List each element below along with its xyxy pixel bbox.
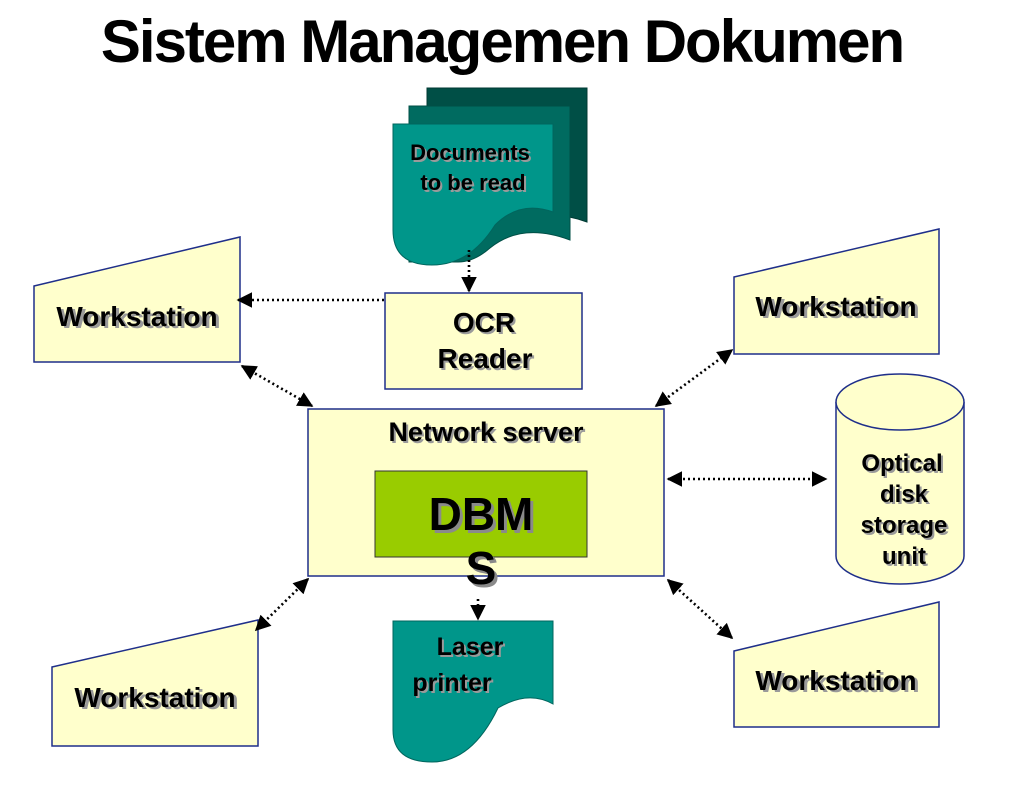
optical-disk-label-line1: Optical <box>861 450 942 477</box>
network-server-label: Network server <box>388 417 584 447</box>
connector-server-workstation-bottom-left <box>254 577 310 632</box>
dbms-label-line2: S <box>466 542 497 594</box>
svg-text:Optical: Optical <box>863 452 944 479</box>
network-server-node: Network server Network server <box>307 408 665 577</box>
connector-server-workstation-top-left <box>240 364 314 408</box>
documents-label-line2: to be read <box>420 170 525 195</box>
connector-server-workstation-bottom-right <box>666 578 734 640</box>
laser-printer-label-line2: printer <box>412 669 491 697</box>
svg-text:Workstation: Workstation <box>758 667 919 698</box>
svg-text:Workstation: Workstation <box>77 684 238 715</box>
laser-printer-label-line1: Laser <box>437 633 504 661</box>
svg-text:OCR: OCR <box>455 309 517 340</box>
workstation-top-right-label: Workstation <box>755 291 916 322</box>
laser-printer-node: Laser Laser printer printer <box>392 620 554 763</box>
workstation-top-right-node: Workstation Workstation <box>733 228 940 355</box>
optical-disk-label-line2: disk <box>880 481 929 508</box>
svg-text:Reader: Reader <box>440 345 535 376</box>
ocr-reader-node: OCR OCR Reader Reader <box>384 292 583 390</box>
connector-server-workstation-top-right <box>654 348 734 408</box>
svg-text:Network server: Network server <box>390 419 586 449</box>
workstation-top-left-label: Workstation <box>56 301 217 332</box>
svg-text:to be read: to be read <box>422 172 527 197</box>
svg-text:Documents: Documents <box>412 142 532 167</box>
page-title: Sistem Managemen Dokumen <box>101 8 903 75</box>
workstation-bottom-left-label: Workstation <box>74 682 235 713</box>
svg-text:Workstation: Workstation <box>59 303 220 334</box>
documents-to-be-read-node: Documents Documents to be read to be rea… <box>392 87 588 266</box>
connectors <box>236 250 828 640</box>
ocr-reader-label-line2: Reader <box>438 343 533 374</box>
ocr-reader-label-line1: OCR <box>453 307 515 338</box>
svg-text:disk: disk <box>882 483 931 510</box>
workstation-bottom-right-node: Workstation Workstation <box>733 601 940 728</box>
svg-text:storage: storage <box>863 514 950 541</box>
optical-disk-label-line4: unit <box>882 543 926 570</box>
workstation-bottom-right-label: Workstation <box>755 665 916 696</box>
svg-text:Workstation: Workstation <box>758 293 919 324</box>
dbms-node: DBM DBM S S <box>429 488 537 597</box>
documents-label-line1: Documents <box>410 140 530 165</box>
svg-text:Laser: Laser <box>439 635 506 663</box>
optical-disk-label-line3: storage <box>861 512 948 539</box>
svg-text:S: S <box>469 545 500 597</box>
svg-text:printer: printer <box>414 671 493 699</box>
workstation-top-left-node: Workstation Workstation <box>33 236 241 363</box>
dbms-label-line1: DBM <box>429 488 534 540</box>
svg-text:unit: unit <box>884 545 928 572</box>
optical-disk-storage-node: Optical Optical disk disk storage storag… <box>835 373 965 585</box>
svg-text:DBM: DBM <box>432 491 537 543</box>
workstation-bottom-left-node: Workstation Workstation <box>51 619 259 747</box>
